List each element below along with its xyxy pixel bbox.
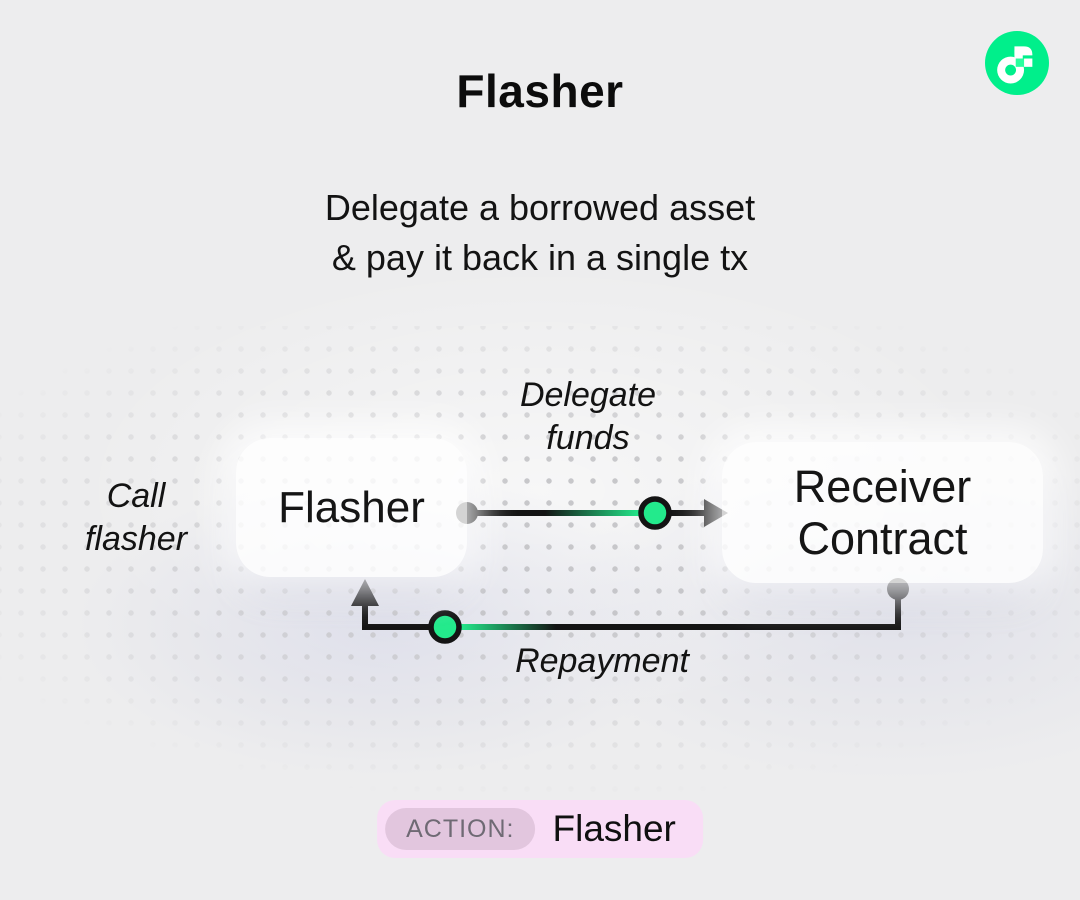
label-call-line1: Call [106,477,166,515]
flow-logo-icon [985,31,1049,95]
label-delegate-funds: Delegate funds [458,374,718,460]
node-flasher: Flasher [236,438,467,577]
label-call-flasher: Call flasher [26,475,246,561]
label-call-line2: flasher [84,520,188,558]
action-badge-prefix: ACTION: [385,808,536,850]
action-badge: ACTION: Flasher [377,800,703,858]
subtitle-line-1: Delegate a borrowed asset [324,187,756,228]
label-delegate-line1: Delegate [519,376,657,414]
edge-delegate-funds [456,496,728,530]
node-receiver-label: Receiver Contract [793,460,972,564]
node-receiver-contract: Receiver Contract [722,442,1043,583]
edge-start-dot [887,578,909,600]
repayment-token-dot [428,610,462,644]
delegate-token-dot [638,496,672,530]
page-subtitle: Delegate a borrowed asset & pay it back … [0,183,1080,283]
arrowhead-right-icon [704,499,728,527]
action-badge-value: Flasher [552,808,676,849]
arrowhead-up-icon [351,579,379,606]
node-flasher-label: Flasher [278,482,425,532]
page-title: Flasher [456,65,624,117]
subtitle-line-2: & pay it back in a single tx [331,237,749,278]
label-repayment: Repayment [515,642,689,680]
edge-repayment [351,578,909,644]
label-delegate-line2: funds [546,419,630,457]
